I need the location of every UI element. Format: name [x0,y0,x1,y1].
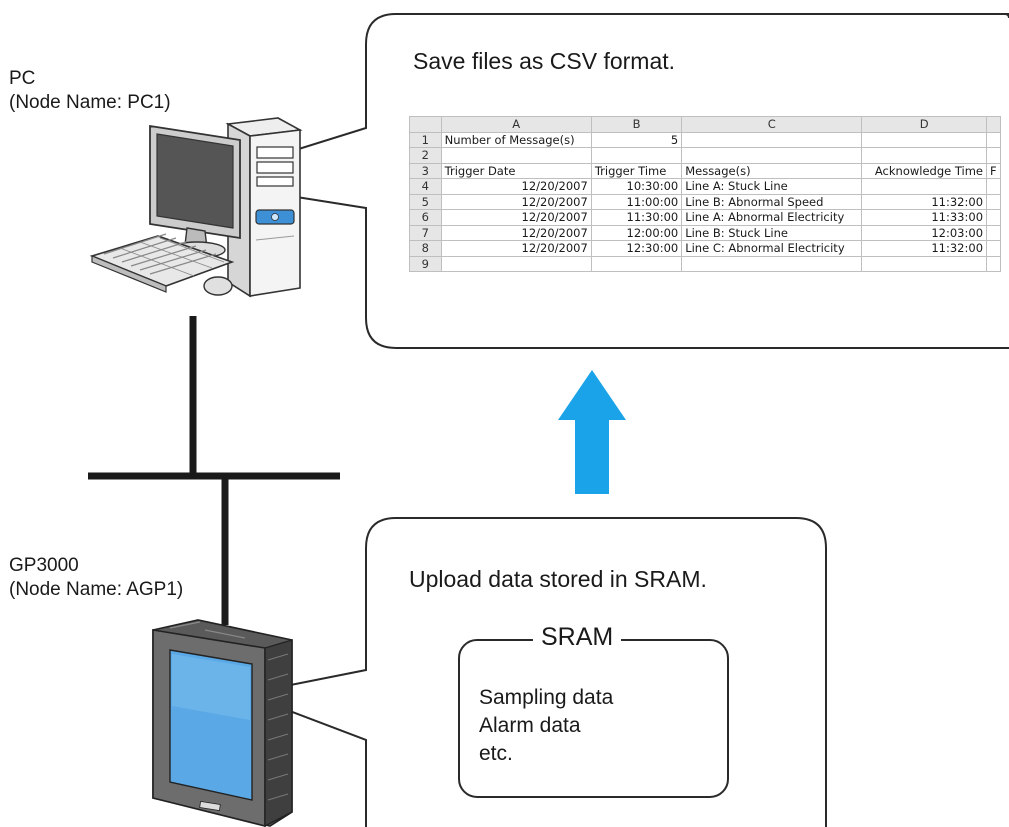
table-cell [440,147,592,164]
gp3000-label-line2: (Node Name: AGP1) [9,579,184,600]
table-cell: 12/20/2007 [440,193,592,210]
pc-mouse-icon [203,276,233,296]
table-cell: 12:03:00 [861,224,988,241]
table-row: 9 [409,255,1001,272]
table-cell [861,178,988,195]
pc-monitor-icon [149,124,241,259]
table-cell: Message(s) [681,162,863,179]
table-cell [986,147,1001,164]
pc-label-line2: (Node Name: PC1) [9,92,171,113]
table-cell: Number of Message(s) [440,131,592,148]
table-cell [861,131,988,148]
table-cell [986,178,1001,195]
table-cell [681,147,863,164]
pc-tower-icon [225,117,303,298]
table-cell: Acknowledge Time [861,162,988,179]
upload-callout-title: Upload data stored in SRAM. [409,566,707,592]
row-number: 4 [409,178,442,195]
column-header: D [861,116,988,133]
table-cell: 12:00:00 [590,224,683,241]
row-number: 8 [409,240,442,257]
sram-item: etc. [479,742,513,765]
column-header [986,116,1001,133]
table-cell [986,131,1001,148]
table-cell: Line B: Abnormal Speed [681,193,863,210]
table-cell [986,255,1001,272]
table-cell [986,224,1001,241]
column-header: B [590,116,683,133]
row-number: 7 [409,224,442,241]
pc-label-line1: PC [9,68,36,89]
table-cell [590,255,683,272]
gp3000-label-line1: GP3000 [9,555,79,576]
table-cell [986,209,1001,226]
column-header: C [681,116,863,133]
table-cell: 5 [590,131,683,148]
table-cell: 12/20/2007 [440,209,592,226]
table-cell: 11:00:00 [590,193,683,210]
table-cell [681,255,863,272]
table-cell [986,193,1001,210]
table-cell: 12/20/2007 [440,178,592,195]
gp3000-screen [169,649,253,801]
table-cell: F [986,162,1001,179]
table-cell: 12/20/2007 [440,240,592,257]
table-cell: 12:30:00 [590,240,683,257]
sram-title: SRAM [533,623,622,652]
csv-callout-title: Save files as CSV format. [413,48,676,74]
table-cell: 11:32:00 [861,193,988,210]
table-cell [986,240,1001,257]
table-cell [681,131,863,148]
table-cell [861,147,988,164]
table-cell: Line A: Stuck Line [681,178,863,195]
row-number: 3 [409,162,442,179]
pc-keyboard-icon [89,233,235,293]
table-cell: 10:30:00 [590,178,683,195]
table-cell: 11:33:00 [861,209,988,226]
pc-illustration [89,117,303,298]
row-number: 2 [409,147,442,164]
table-cell [590,147,683,164]
row-number: 6 [409,209,442,226]
gp3000-illustration [152,619,293,827]
table-cell: Trigger Time [590,162,683,179]
upload-arrow [558,370,626,494]
column-header [409,116,442,133]
table-cell [861,255,988,272]
gp3000-label: GP3000 (Node Name: AGP1) [9,554,183,602]
table-cell: Line B: Stuck Line [681,224,863,241]
table-cell: Trigger Date [440,162,592,179]
column-header: A [440,116,592,133]
table-cell: 11:30:00 [590,209,683,226]
table-cell: 12/20/2007 [440,224,592,241]
table-cell: 11:32:00 [861,240,988,257]
pc-label: PC (Node Name: PC1) [9,67,171,115]
row-number: 1 [409,131,442,148]
sram-item: Alarm data [479,714,581,737]
table-cell: Line C: Abnormal Electricity [681,240,863,257]
table-row: 2 [409,147,1001,164]
table-cell [440,255,592,272]
row-number: 9 [409,255,442,272]
sram-item: Sampling data [479,686,614,709]
table-cell: Line A: Abnormal Electricity [681,209,863,226]
sram-item-list: Sampling data Alarm data etc. [479,684,613,768]
row-number: 5 [409,193,442,210]
